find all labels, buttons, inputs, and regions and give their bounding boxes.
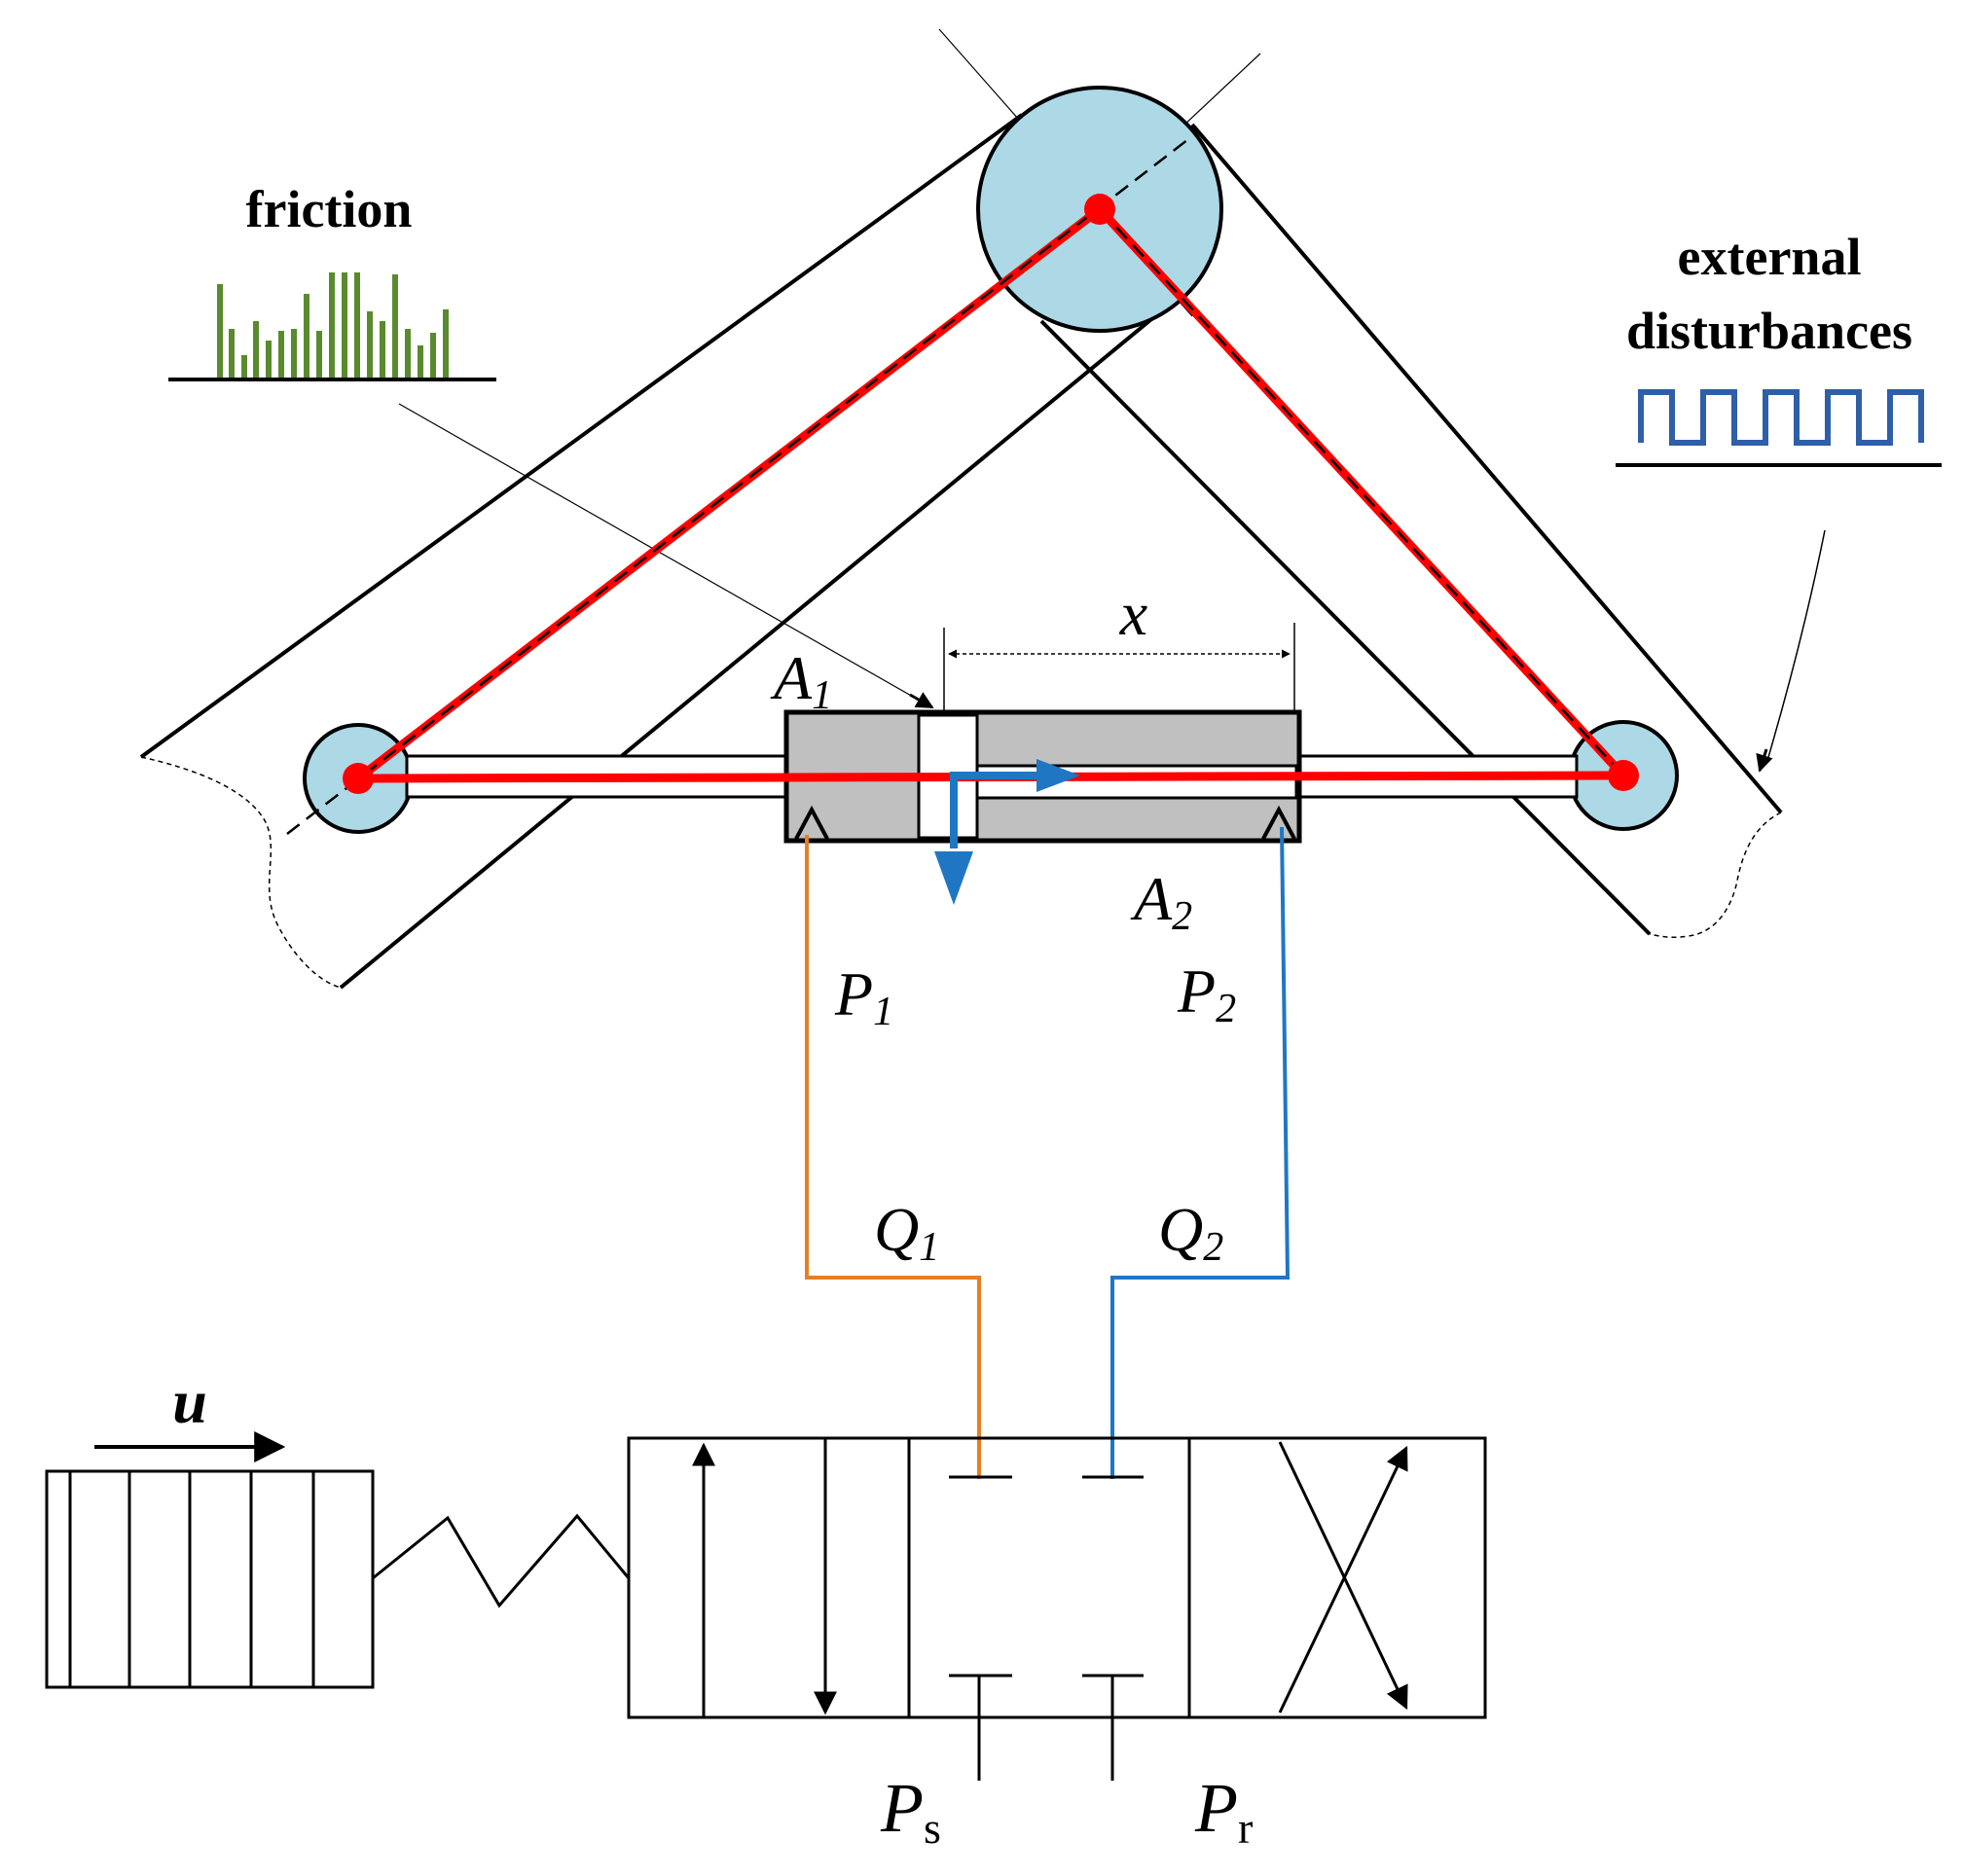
right-arm-outer-edge [1190,123,1783,814]
valve-right-cross-a [1278,1445,1408,1714]
valve-body [627,1436,1487,1719]
area-a1-label: A1 [770,643,832,718]
left-arm-centerline [286,135,1193,835]
linkage-node-right [1608,760,1639,791]
area-a2-label: A2 [1130,864,1192,939]
linkage-node-left [343,763,374,794]
right-arm-centerline [1099,208,1624,776]
left-arm-inner-edge [339,300,1175,990]
disturbance-leader [1765,529,1826,765]
arm-outlines [139,113,1783,990]
arm-break-lines [140,756,1782,989]
displacement-label: x [1119,579,1147,648]
left-arm-break [140,756,342,989]
kinematic-linkage [286,135,1639,835]
friction-impulse-bars-icon [168,272,496,381]
friction-label: friction [246,180,413,238]
supply-pressure-label: Ps [880,1769,941,1853]
piston-rod-inner [975,764,1298,800]
linkage-node-top [1084,194,1115,225]
pressure-p1-label: P1 [834,959,893,1034]
solenoid-icon [45,1469,375,1689]
external-label-line1: external [1678,228,1862,286]
line-chamber-2 [1110,826,1291,1479]
disturbance-leader-arrow [1756,748,1773,773]
friction-bars [217,272,449,378]
disturbance-square-wave [1638,389,1924,446]
line-chamber-1 [805,835,981,1479]
servo-valve [627,1436,1487,1781]
labels: friction external disturbances x A1 A2 P… [172,180,1912,1853]
displacement-dimension [943,623,1295,710]
valve-right-cross-b [1278,1441,1408,1711]
right-arm-break [1649,812,1782,938]
friction-leader-arrow [909,692,934,709]
pressure-p2-label: P2 [1177,956,1236,1031]
hydraulic-lines [805,826,1291,1479]
flow-arrow-path [950,772,1041,848]
linkage-right-arm [1096,205,1627,779]
return-pressure-label: Pr [1194,1769,1253,1853]
flow-q1-label: Q1 [874,1195,939,1270]
right-arm-inner-edge [1039,319,1652,936]
port-chamber-1 [794,805,829,840]
left-arm-outer-edge [139,113,1024,759]
external-label-line2: disturbances [1626,302,1912,360]
spring-icon [372,1513,631,1608]
control-input-label: u [172,1367,207,1436]
flow-arrows [934,759,1080,905]
solenoid-body [45,1469,375,1689]
flow-q2-label: Q2 [1158,1195,1223,1270]
port-chamber-2 [1261,805,1296,840]
flow-arrow-down-head [934,851,973,905]
flow-arrow-right-head [1037,759,1080,792]
square-wave-icon [1616,389,1942,467]
